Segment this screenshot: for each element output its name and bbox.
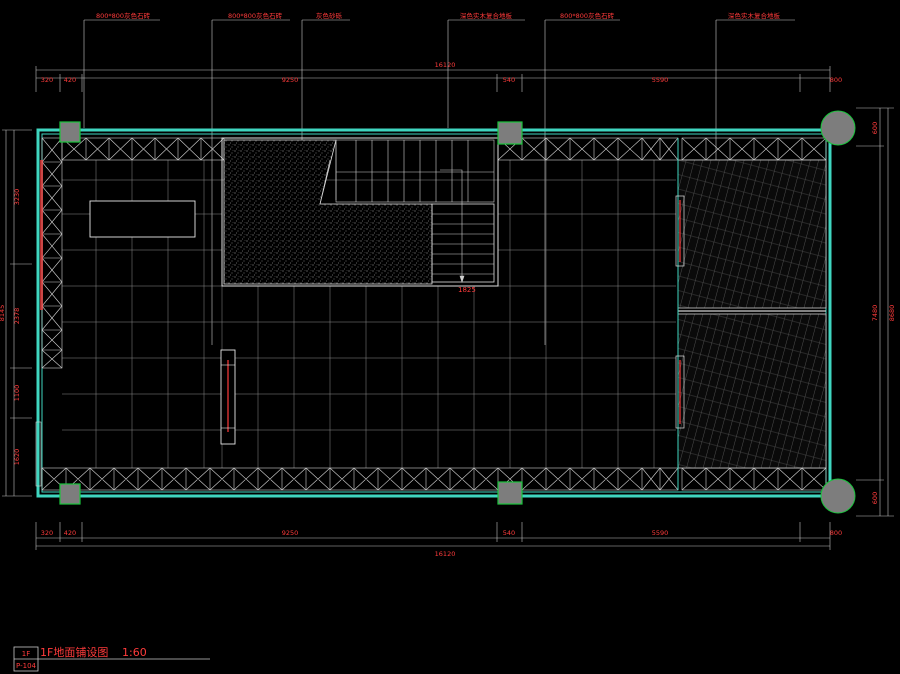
- bottom-border-tiles: [41, 467, 827, 491]
- stair-level-mark: 1825: [458, 286, 476, 294]
- left-dim-4: 1620: [13, 449, 21, 466]
- annotation-leaders: [83, 19, 795, 345]
- left-dim-2: 2378: [13, 308, 21, 325]
- left-door: [35, 421, 42, 487]
- right-dim-1: 600: [871, 122, 879, 134]
- left-total-dim: 8145: [0, 305, 6, 322]
- tile-grid: [62, 160, 676, 468]
- column-bottom-right: [820, 478, 856, 514]
- sliding-door-lower: [675, 355, 685, 429]
- wood-floor-upper: [677, 159, 827, 309]
- exterior-wall: [36, 128, 832, 498]
- gravel-bed: [223, 139, 433, 285]
- bottom-dim-6: 800: [830, 529, 842, 537]
- title-block: 1F P-104 1F地面铺设图 1:60: [13, 646, 210, 672]
- bottom-dim-1: 320: [41, 529, 53, 537]
- stair-zone: 1825: [221, 137, 499, 294]
- counter-table: [89, 200, 196, 238]
- left-border-tiles: [41, 137, 63, 369]
- sheet-number-bottom: P-104: [16, 662, 37, 670]
- annotation-gravel: 灰色砂砾: [316, 11, 343, 20]
- top-dim-1: 320: [41, 76, 53, 84]
- right-dim-3: 600: [871, 492, 879, 504]
- bottom-dim-2: 420: [64, 529, 76, 537]
- top-dimensions: [35, 66, 831, 92]
- stair-flight: [319, 139, 495, 283]
- top-dim-6: 800: [830, 76, 842, 84]
- bottom-dim-3: 9250: [282, 529, 299, 537]
- drawing-title: 1F地面铺设图: [40, 646, 108, 659]
- right-total-dim: 8680: [888, 305, 896, 322]
- left-dim-1: 3230: [13, 189, 21, 206]
- bottom-dim-5: 5590: [652, 529, 669, 537]
- top-dim-2: 420: [64, 76, 76, 84]
- right-dimensions: [856, 107, 894, 517]
- annotation-wood-2: 深色实木复合地板: [728, 11, 781, 20]
- column-bottom-left: [59, 483, 81, 505]
- left-window: [40, 160, 43, 310]
- left-dim-3: 1100: [13, 385, 21, 402]
- wood-floor-zone: [675, 138, 827, 490]
- annotation-tile-2: 800*800灰色石砖: [228, 11, 283, 20]
- annotation-tile-1: 800*800灰色石砖: [96, 11, 151, 20]
- bottom-dimensions: [35, 522, 831, 550]
- column-top-right: [820, 110, 856, 146]
- column-top-left: [59, 121, 81, 143]
- annotation-wood-1: 深色实木复合地板: [460, 11, 513, 20]
- drawing-scale: 1:60: [122, 646, 147, 659]
- column-top-mid: [497, 121, 523, 145]
- top-dim-4: 540: [503, 76, 515, 84]
- annotation-tile-3: 800*800灰色石砖: [560, 11, 615, 20]
- right-dim-2: 7480: [871, 305, 879, 322]
- wood-floor-lower: [677, 313, 827, 469]
- bottom-dim-4: 540: [503, 529, 515, 537]
- sliding-door-upper: [675, 195, 685, 267]
- top-total-dim: 16120: [435, 61, 456, 69]
- left-dimensions: [2, 129, 32, 497]
- bottom-total-dim: 16120: [435, 550, 456, 558]
- column-bottom-mid: [497, 481, 523, 505]
- sheet-number-top: 1F: [22, 650, 30, 658]
- top-dim-5: 5590: [652, 76, 669, 84]
- top-border-tiles: [61, 137, 827, 161]
- top-dim-3: 9250: [282, 76, 299, 84]
